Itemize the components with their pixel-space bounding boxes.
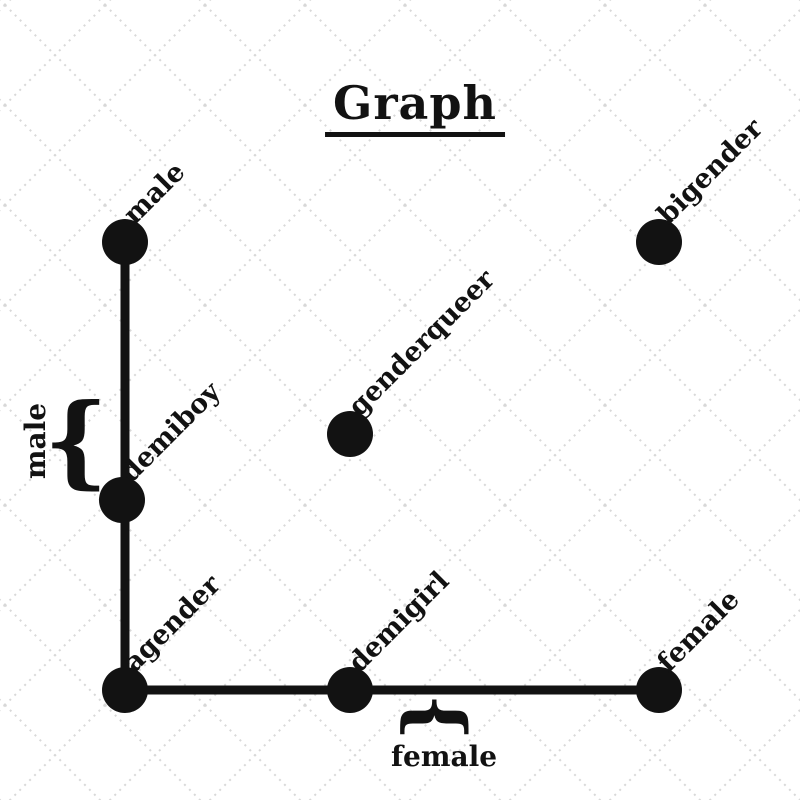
male-brace-label: male [19, 402, 52, 480]
diagram-title: Graph [325, 80, 505, 137]
female-brace-label: female [390, 740, 498, 773]
node-dot [102, 219, 148, 265]
node-dot [99, 477, 145, 523]
node-dot [327, 411, 373, 457]
curly-brace-icon: { [394, 693, 480, 741]
node-dot [636, 219, 682, 265]
curly-brace-icon: { [43, 381, 109, 499]
node-dot [102, 667, 148, 713]
node-dot [327, 667, 373, 713]
graph-edges [120, 242, 659, 695]
node-dot [636, 667, 682, 713]
